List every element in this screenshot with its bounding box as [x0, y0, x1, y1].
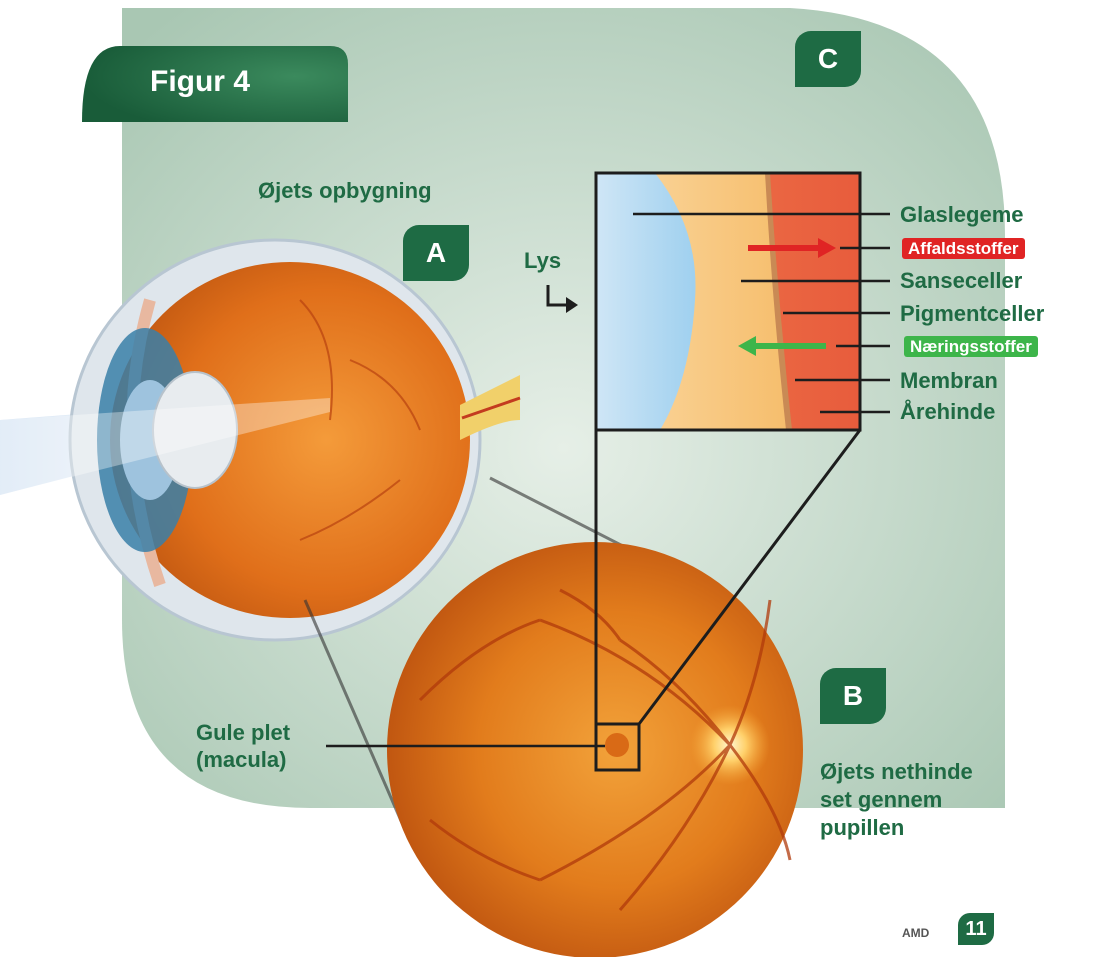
- badge-a: A: [403, 225, 469, 281]
- badge-b: B: [820, 668, 886, 724]
- layer-label-photoreceptors: Sanseceller: [900, 267, 1022, 294]
- nutrients-label: Næringsstoffer: [904, 336, 1038, 357]
- page-number: 11: [958, 913, 994, 945]
- layer-detail-box: [596, 173, 890, 430]
- layer-label-choroid: Årehinde: [900, 398, 995, 425]
- badge-c: C: [795, 31, 861, 87]
- figure-label: Figur 4: [150, 64, 250, 100]
- light-label: Lys: [524, 247, 561, 274]
- footer-text: AMD: [902, 926, 929, 940]
- macula-label-line2: (macula): [196, 746, 286, 773]
- panel-b-caption-line2: set gennem: [820, 786, 942, 813]
- panel-b-caption-line3: pupillen: [820, 814, 904, 841]
- layer-label-pigment: Pigmentceller: [900, 300, 1044, 327]
- macula-label-line1: Gule plet: [196, 719, 290, 746]
- panel-b-caption-line1: Øjets nethinde: [820, 758, 973, 785]
- panel-a-title: Øjets opbygning: [258, 177, 432, 204]
- waste-label: Affaldsstoffer: [902, 238, 1025, 259]
- layer-label-membrane: Membran: [900, 367, 998, 394]
- layer-label-vitreous: Glaslegeme: [900, 201, 1024, 228]
